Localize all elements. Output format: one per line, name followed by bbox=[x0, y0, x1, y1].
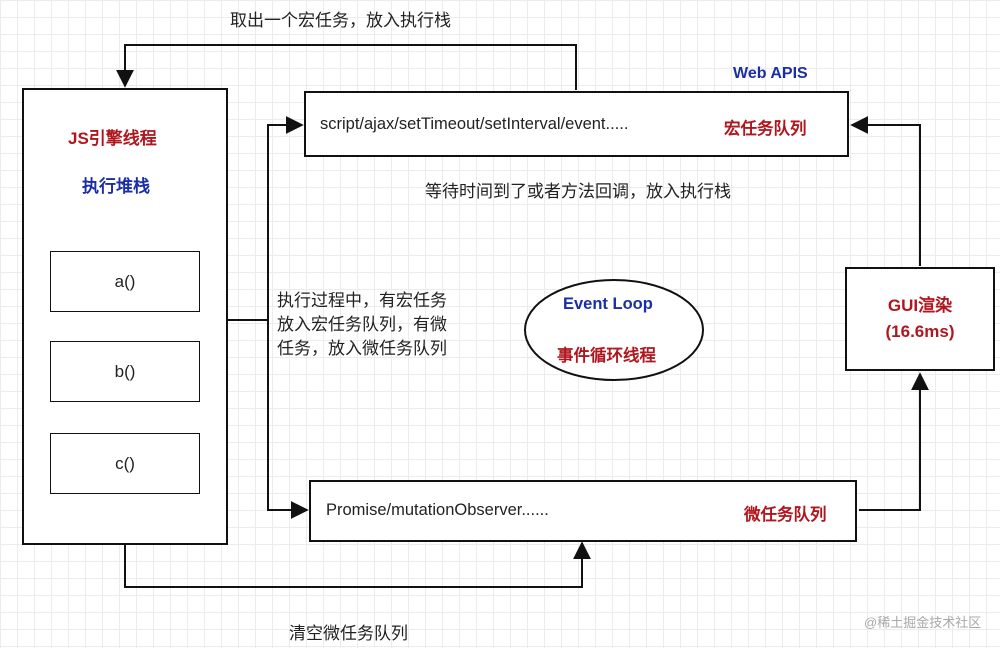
gui-subtitle: (16.6ms) bbox=[885, 322, 955, 341]
arrow-micro-to-gui bbox=[859, 372, 929, 511]
arrow-branch-to-micro bbox=[267, 320, 309, 519]
micro-queue-box bbox=[309, 480, 857, 542]
macro-queue-content: script/ajax/setTimeout/setInterval/event… bbox=[320, 115, 629, 133]
stack-frame-label: c() bbox=[115, 453, 135, 473]
js-engine-title: JS引擎线程 bbox=[68, 129, 157, 148]
stack-frame-label: b() bbox=[114, 361, 136, 381]
stack-title: 执行堆栈 bbox=[82, 177, 150, 196]
event-loop-title: Event Loop bbox=[563, 295, 653, 313]
stack-frame-label: a() bbox=[114, 271, 136, 291]
gui-render-box: GUI渲染 (16.6ms) bbox=[845, 267, 995, 371]
stack-frame-a: a() bbox=[50, 251, 200, 312]
exec-note-line-1: 执行过程中，有宏任务 bbox=[277, 291, 447, 310]
macro-queue-label: 宏任务队列 bbox=[724, 120, 807, 138]
arrow-gui-to-macro bbox=[850, 116, 921, 266]
web-apis-label: Web APIS bbox=[733, 65, 808, 82]
exec-note-line-2: 放入宏任务队列，有微 bbox=[277, 315, 447, 334]
micro-queue-content: Promise/mutationObserver...... bbox=[326, 501, 549, 519]
bottom-note: 清空微任务队列 bbox=[289, 624, 408, 643]
wait-note: 等待时间到了或者方法回调，放入执行栈 bbox=[425, 182, 731, 201]
event-loop-subtitle: 事件循环线程 bbox=[557, 347, 656, 365]
exec-note-line-3: 任务，放入微任务队列 bbox=[277, 339, 447, 358]
event-loop-ellipse bbox=[524, 279, 704, 381]
stack-frame-b: b() bbox=[50, 341, 200, 402]
top-note: 取出一个宏任务，放入执行栈 bbox=[230, 11, 451, 30]
macro-queue-box bbox=[304, 91, 849, 157]
arrow-macro-to-stack bbox=[116, 44, 577, 90]
stack-frame-c: c() bbox=[50, 433, 200, 494]
watermark: @稀土掘金技术社区 bbox=[864, 615, 982, 630]
arrow-stack-to-micro bbox=[124, 541, 591, 588]
micro-queue-label: 微任务队列 bbox=[744, 506, 827, 524]
arrow-branch-to-macro bbox=[267, 116, 304, 320]
gui-title: GUI渲染 bbox=[887, 296, 953, 315]
